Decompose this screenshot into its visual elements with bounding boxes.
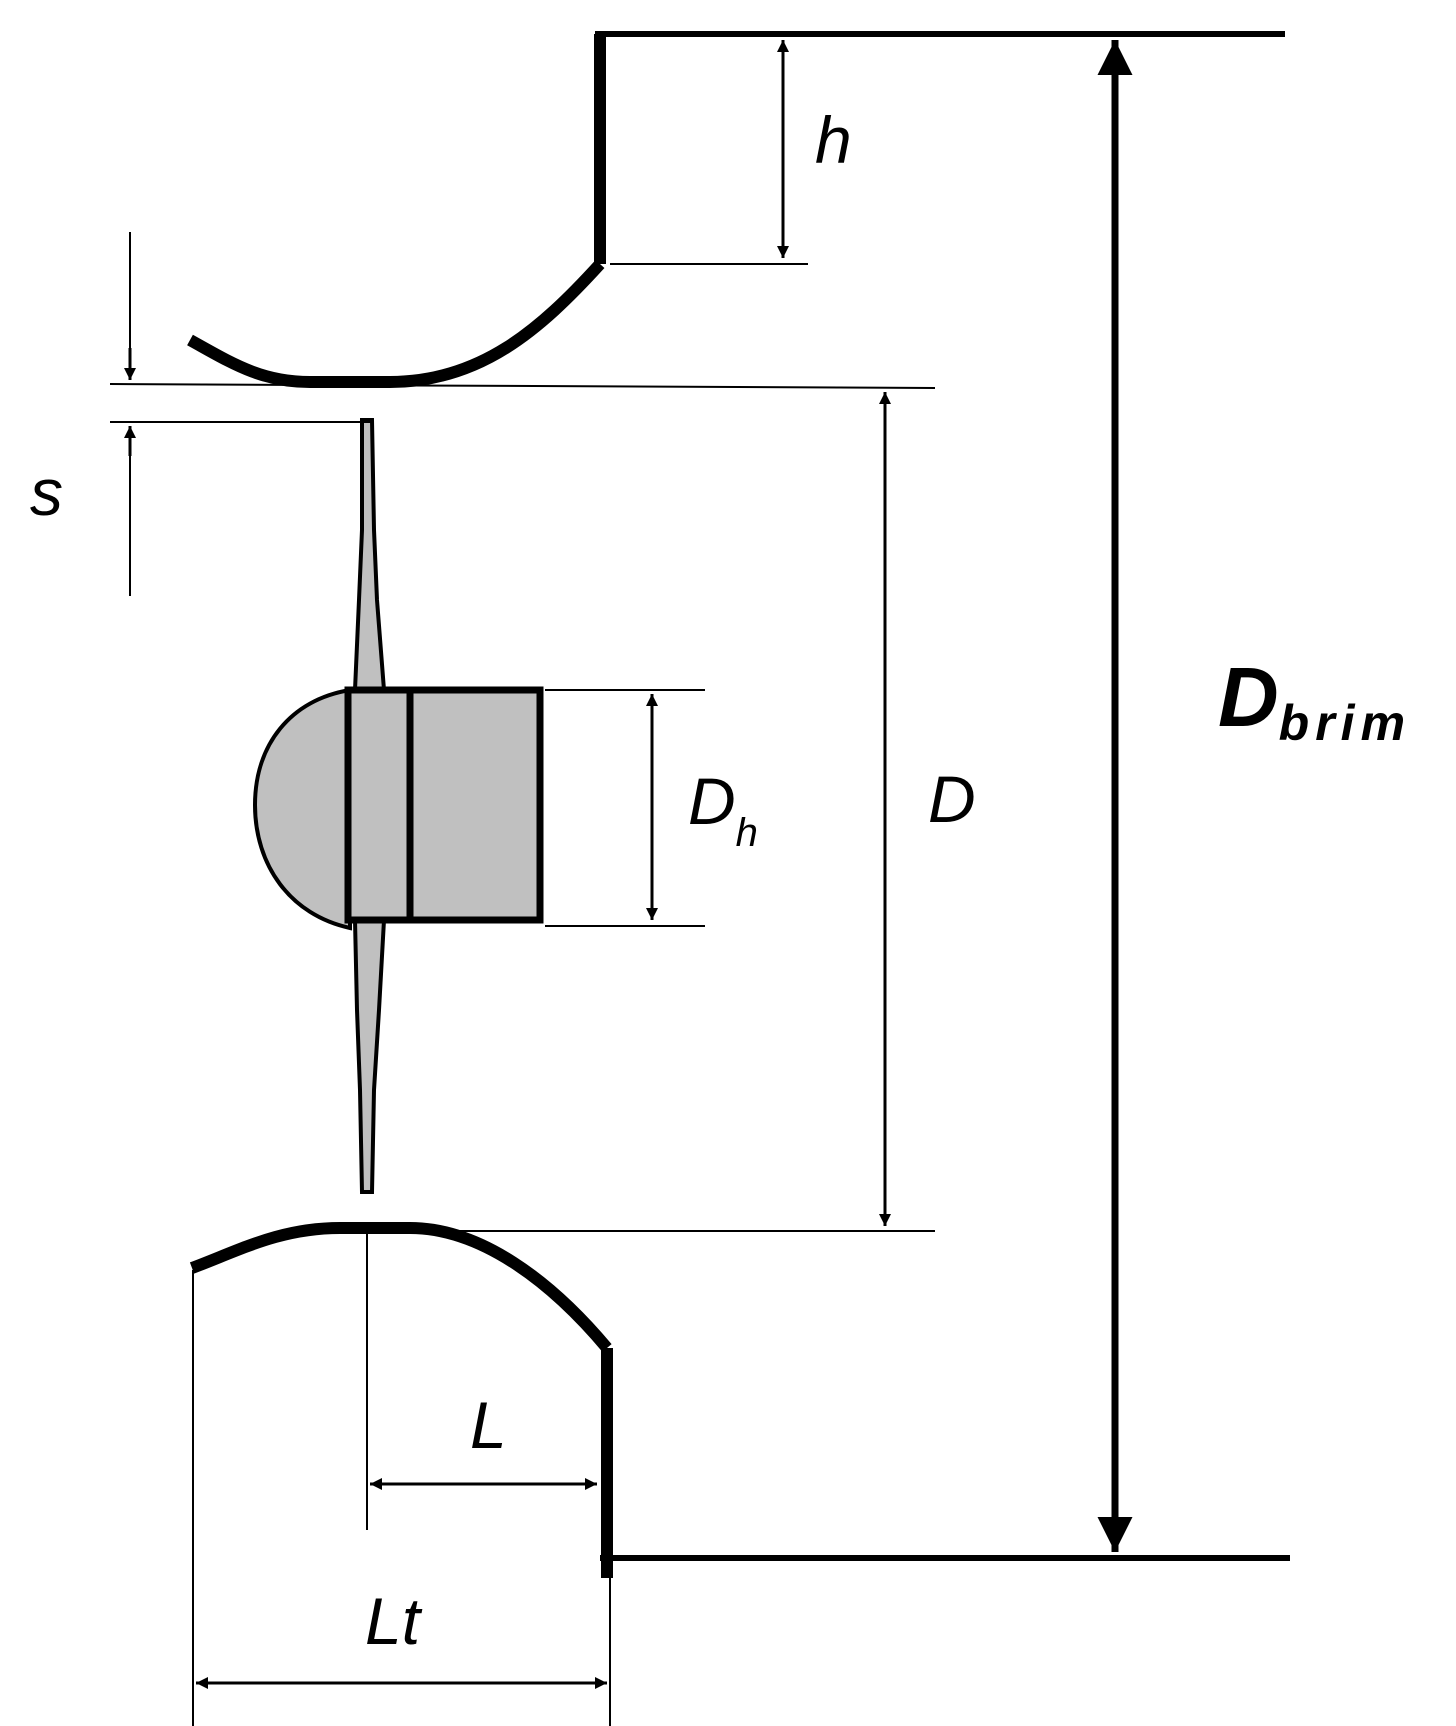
lower-blade bbox=[352, 918, 387, 1194]
hub-nose bbox=[252, 687, 352, 931]
h-label: h bbox=[815, 103, 852, 177]
upper-duct-outline bbox=[187, 31, 1285, 388]
dimension-s: s bbox=[30, 348, 136, 529]
dimension-dh: Dh bbox=[646, 694, 758, 920]
s-label: s bbox=[30, 455, 63, 529]
dimension-l: L bbox=[370, 1388, 597, 1490]
dimension-dbrim: Dbrim bbox=[1097, 40, 1411, 1552]
dbrim-label: Dbrim bbox=[1218, 650, 1411, 751]
lower-duct-outline bbox=[189, 1222, 1290, 1578]
dh-label: Dh bbox=[688, 764, 758, 855]
l-label: L bbox=[470, 1388, 507, 1462]
upper-lip-curve bbox=[187, 259, 605, 388]
dimension-lt: Lt bbox=[196, 1584, 607, 1689]
fan-rotor bbox=[252, 418, 544, 1194]
extension-lines bbox=[109, 232, 936, 1726]
upper-blade bbox=[352, 418, 387, 692]
hub-body-front bbox=[344, 686, 414, 924]
lower-lip-curve bbox=[189, 1222, 612, 1352]
d-label: D bbox=[928, 762, 976, 836]
lt-label: Lt bbox=[365, 1584, 423, 1658]
hub-body-rear bbox=[406, 686, 544, 924]
dimension-d: D bbox=[879, 392, 976, 1226]
dimension-h: h bbox=[777, 40, 852, 258]
